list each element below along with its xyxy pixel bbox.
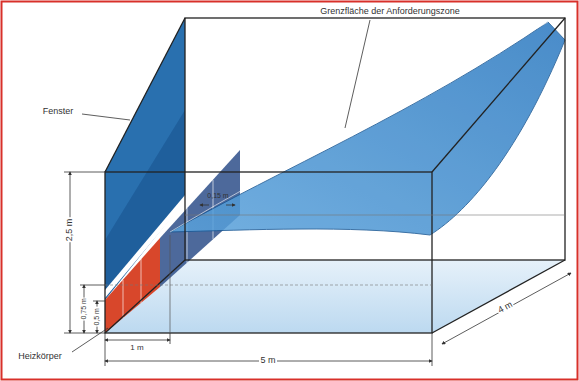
radiator	[105, 238, 160, 333]
leader-lines	[72, 20, 370, 352]
radiator-label: Heizkörper	[17, 352, 63, 362]
room-edges	[105, 18, 565, 333]
dimension-label: 0,15 m	[206, 192, 229, 200]
dimension-label: 2,5 m	[65, 218, 75, 243]
dimension-label: 0,5 m	[93, 307, 101, 327]
window-label: Fenster	[42, 107, 75, 117]
boundary-surface	[170, 22, 565, 235]
dimension-label: 4 m	[496, 300, 516, 317]
dimension-label: 1 m	[129, 344, 144, 353]
dimension-label: 0,75 m	[80, 297, 88, 320]
boundary-label: Grenzfläche der Anforderungszone	[319, 7, 461, 17]
dimension-label: 5 m	[259, 356, 276, 366]
window-pane	[105, 18, 185, 240]
